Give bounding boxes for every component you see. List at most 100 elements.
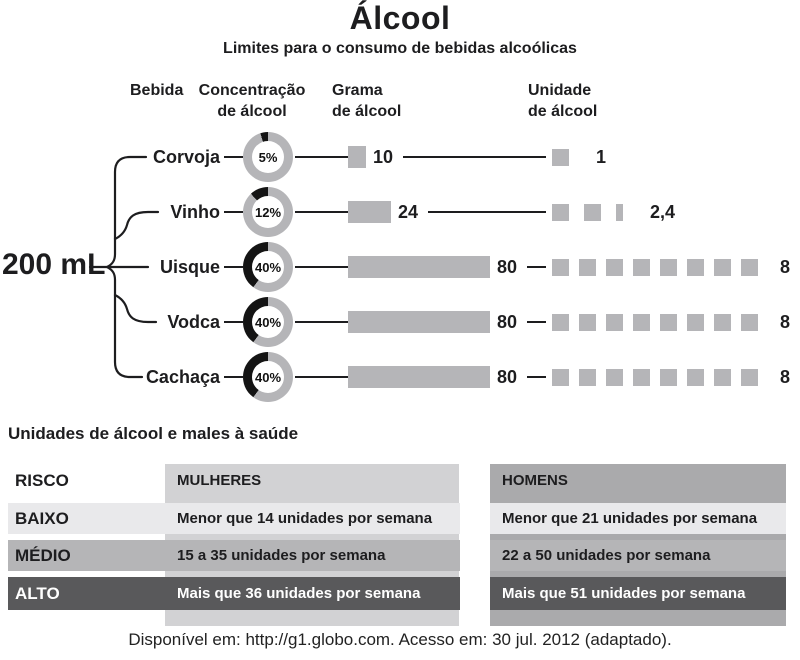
column-header-line: de álcool [528,103,598,120]
unit-square [579,368,596,386]
volume-label: 200 mL [2,248,106,281]
unit-square [552,313,569,331]
connector-line [527,321,546,323]
beverage-row: Corvoja 5% 10 1 [0,132,800,182]
concentration-value: 40% [252,361,284,393]
unit-square [687,258,704,276]
unit-square [606,368,623,386]
unit-square [633,258,650,276]
column-header-concentracao: Concentração de álcool [186,80,318,122]
column-header-unidade: Unidade de álcool [528,80,597,122]
concentration-value: 40% [252,251,284,283]
unit-squares: 8 [552,242,790,292]
concentration-value: 40% [252,306,284,338]
page-subtitle: Limites para o consumo de bebidas alcoól… [223,40,577,57]
column-header-line: Grama [332,82,383,99]
unit-square [714,313,731,331]
unit-square [714,368,731,386]
connector-line [295,156,348,158]
connector-line [403,156,546,158]
unit-square [660,313,677,331]
risk-level-cell: ALTO [15,583,60,603]
grams-bar [348,201,391,223]
unit-square [552,258,569,276]
risk-row-band-left [8,503,460,534]
grams-value: 10 [373,146,394,167]
beverage-row: Vodca 40% 80 8 [0,297,800,347]
volume-bracket [88,155,160,379]
unit-square [584,203,601,221]
risk-row-band-right [490,540,786,571]
beverage-label: Vodca [167,311,220,332]
beverage-label: Uisque [159,256,220,277]
risk-level-cell: MÉDIO [15,545,71,565]
connector-line [224,156,243,158]
unit-squares: 2,4 [552,187,675,237]
concentration-donut-chart: 12% [243,187,293,237]
connector-line [295,211,348,213]
grams-value: 80 [497,256,518,277]
unit-square [714,258,731,276]
connector-line [224,321,243,323]
beverage-label: Corvoja [152,146,220,167]
men-limit-cell: Mais que 51 unidades por semana [502,585,746,602]
risk-level-cell: BAIXO [15,508,69,528]
unit-square-partial [616,203,623,221]
connector-line [295,321,348,323]
unit-squares: 8 [552,297,790,347]
risk-row-band-right [490,503,786,534]
connector-line [527,376,546,378]
risk-row-band-right [490,577,786,610]
risk-row-band-left [8,540,460,571]
concentration-donut-chart: 40% [243,242,293,292]
grams-value: 80 [497,311,518,332]
connector-line [224,211,243,213]
unit-square [552,148,569,166]
connector-line [527,266,546,268]
women-header: MULHERES [177,472,262,489]
column-header-line: de álcool [332,103,402,120]
concentration-value: 12% [252,196,284,228]
women-limit-cell: 15 a 35 unidades por semana [177,547,386,564]
unit-square [633,313,650,331]
unit-square [741,368,758,386]
column-header-grama: Grama de álcool [332,80,401,122]
unit-square [660,258,677,276]
units-value: 2,4 [650,201,676,222]
beverage-label: Cachaça [145,366,220,387]
unit-square [579,258,596,276]
beverage-label: Vinho [170,201,220,222]
unit-square [741,258,758,276]
page-title: Álcool [349,0,451,36]
connector-line [224,376,243,378]
grams-bar [348,311,490,333]
grams-value: 24 [398,201,419,222]
risk-row-band-left [8,577,460,610]
women-limit-cell: Mais que 36 unidades por semana [177,585,421,602]
connector-line [295,266,348,268]
concentration-value: 5% [252,141,284,173]
beverage-row: Uisque 40% 80 8 [0,242,800,292]
risk-table-title: Unidades de álcool e males à saúde [8,424,299,443]
grams-bar [348,256,490,278]
unit-squares: 8 [552,352,790,402]
connector-line [224,266,243,268]
unit-square [552,203,569,221]
unit-square [606,258,623,276]
units-value: 8 [780,311,791,332]
column-header-line: de álcool [217,103,287,120]
units-value: 8 [780,256,791,277]
unit-squares: 1 [552,132,606,182]
column-header-bebida: Bebida [130,82,184,99]
unit-square [687,368,704,386]
units-value: 1 [596,146,607,167]
units-value: 8 [780,366,791,387]
unit-square [552,368,569,386]
unit-square [633,368,650,386]
concentration-donut-chart: 5% [243,132,293,182]
source-citation: Disponível em: http://g1.globo.com. Aces… [128,630,672,649]
beverage-row: Vinho 12% 24 2,4 [0,187,800,237]
unit-square [606,313,623,331]
